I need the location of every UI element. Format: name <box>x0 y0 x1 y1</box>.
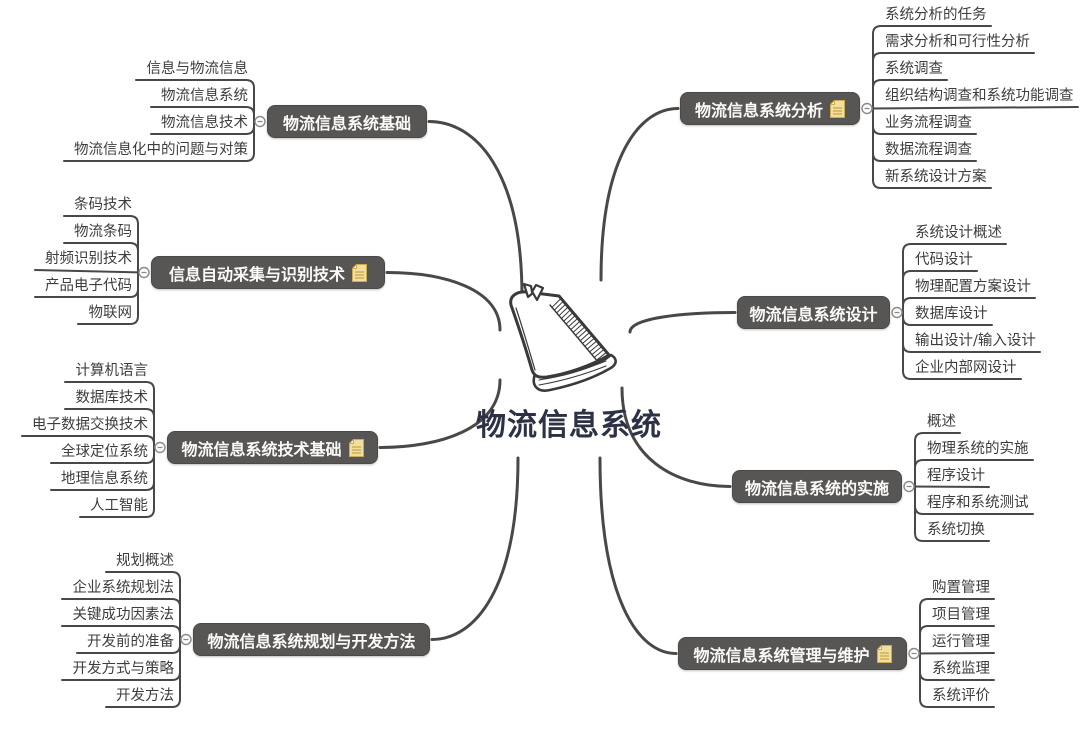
subtopic-label-foundation-1[interactable]: 物流信息系统 <box>161 88 248 104</box>
topic-node-management-maintenance[interactable]: 物流信息系统管理与维护 <box>678 637 907 670</box>
topic-label: 物流信息系统分析 <box>694 100 823 120</box>
collapse-toggle[interactable] <box>138 266 150 279</box>
subtopic-label-auto-capture-4[interactable]: 物联网 <box>88 305 133 321</box>
subtopic-label-design-2[interactable]: 物理配置方案设计 <box>915 279 1031 295</box>
subtopic-label-auto-capture-0[interactable]: 条码技术 <box>74 197 132 213</box>
subtopic-label-analysis-1[interactable]: 需求分析和可行性分析 <box>885 34 1030 50</box>
subtopic-label-analysis-6[interactable]: 新系统设计方案 <box>885 169 987 185</box>
subtopic-label-implementation-3[interactable]: 程序和系统测试 <box>927 495 1029 511</box>
subtopic-label-tech-foundation-2[interactable]: 电子数据交换技术 <box>32 417 148 433</box>
subtopic-label-planning-development-3[interactable]: 开发前的准备 <box>87 634 174 650</box>
subtopic-label-planning-development-5[interactable]: 开发方法 <box>116 688 174 704</box>
subtopic-label-planning-development-0[interactable]: 规划概述 <box>116 553 174 569</box>
topic-label: 物流信息系统规划与开发方法 <box>207 631 416 651</box>
topic-node-implementation[interactable]: 物流信息系统的实施 <box>732 470 902 503</box>
subtopic-label-analysis-0[interactable]: 系统分析的任务 <box>885 7 987 23</box>
subtopic-label-management-maintenance-1[interactable]: 项目管理 <box>932 607 990 623</box>
subtopic-label-foundation-3[interactable]: 物流信息化中的问题与对策 <box>74 142 248 158</box>
topic-node-tech-foundation[interactable]: 物流信息系统技术基础 <box>167 431 378 464</box>
topic-node-analysis[interactable]: 物流信息系统分析 <box>680 92 860 125</box>
subtopic-label-implementation-1[interactable]: 物理系统的实施 <box>927 441 1029 457</box>
subtopic-label-implementation-2[interactable]: 程序设计 <box>927 468 985 484</box>
subtopic-label-design-5[interactable]: 企业内部网设计 <box>915 360 1017 376</box>
document-icon <box>352 263 367 282</box>
subtopic-label-planning-development-4[interactable]: 开发方式与策略 <box>72 661 175 677</box>
collapse-toggle[interactable] <box>861 102 873 115</box>
subtopic-label-auto-capture-3[interactable]: 产品电子代码 <box>45 278 132 294</box>
document-icon <box>348 438 364 457</box>
subtopic-label-foundation-0[interactable]: 信息与物流信息 <box>146 61 249 77</box>
topic-node-design[interactable]: 物流信息系统设计 <box>737 296 890 329</box>
subtopic-label-design-3[interactable]: 数据库设计 <box>915 306 988 322</box>
topic-node-auto-capture[interactable]: 信息自动采集与识别技术 <box>151 256 385 289</box>
subtopic-label-implementation-4[interactable]: 系统切换 <box>927 522 985 538</box>
topic-label: 物流信息系统管理与维护 <box>693 645 870 665</box>
subtopic-label-management-maintenance-4[interactable]: 系统评价 <box>932 688 990 704</box>
collapse-toggle[interactable] <box>903 480 915 493</box>
topic-node-foundation[interactable]: 物流信息系统基础 <box>267 105 427 138</box>
subtopic-label-analysis-4[interactable]: 业务流程调查 <box>885 115 972 131</box>
subtopic-label-auto-capture-1[interactable]: 物流条码 <box>74 224 132 240</box>
subtopic-label-analysis-2[interactable]: 系统调查 <box>885 61 943 77</box>
central-topic-title: 物流信息系统 <box>476 408 662 443</box>
collapse-toggle[interactable] <box>908 647 920 660</box>
topic-label: 物流信息系统技术基础 <box>181 439 342 459</box>
subtopic-label-analysis-5[interactable]: 数据流程调查 <box>885 142 972 158</box>
topic-label: 信息自动采集与识别技术 <box>168 264 345 284</box>
document-icon <box>830 99 845 118</box>
collapse-toggle[interactable] <box>254 115 266 128</box>
subtopic-label-design-1[interactable]: 代码设计 <box>915 252 973 268</box>
subtopic-label-auto-capture-2[interactable]: 射频识别技术 <box>45 251 132 267</box>
document-icon <box>876 644 892 663</box>
subtopic-label-tech-foundation-0[interactable]: 计算机语言 <box>75 363 149 379</box>
topic-node-planning-development[interactable]: 物流信息系统规划与开发方法 <box>193 623 430 656</box>
subtopic-label-implementation-0[interactable]: 概述 <box>927 414 956 430</box>
subtopic-label-foundation-2[interactable]: 物流信息技术 <box>161 115 248 131</box>
subtopic-label-tech-foundation-5[interactable]: 人工智能 <box>90 498 148 514</box>
topic-label: 物流信息系统基础 <box>282 113 411 133</box>
subtopic-label-tech-foundation-1[interactable]: 数据库技术 <box>75 390 149 406</box>
subtopic-label-planning-development-1[interactable]: 企业系统规划法 <box>72 580 175 596</box>
topic-label: 物流信息系统设计 <box>749 304 878 324</box>
subtopic-label-management-maintenance-3[interactable]: 系统监理 <box>932 661 990 677</box>
subtopic-label-planning-development-2[interactable]: 关键成功因素法 <box>72 607 175 623</box>
subtopic-label-analysis-3[interactable]: 组织结构调查和系统功能调查 <box>885 88 1074 104</box>
book-icon <box>509 282 617 392</box>
subtopic-label-tech-foundation-3[interactable]: 全球定位系统 <box>61 444 148 460</box>
collapse-toggle[interactable] <box>154 441 166 454</box>
subtopic-label-design-4[interactable]: 输出设计/输入设计 <box>915 333 1036 349</box>
collapse-toggle[interactable] <box>891 306 903 319</box>
collapse-toggle[interactable] <box>180 633 192 646</box>
subtopic-label-tech-foundation-4[interactable]: 地理信息系统 <box>61 471 148 487</box>
subtopic-label-management-maintenance-2[interactable]: 运行管理 <box>932 634 990 650</box>
subtopic-label-management-maintenance-0[interactable]: 购置管理 <box>932 580 990 596</box>
topic-label: 物流信息系统的实施 <box>744 478 889 498</box>
subtopic-label-design-0[interactable]: 系统设计概述 <box>915 225 1002 241</box>
